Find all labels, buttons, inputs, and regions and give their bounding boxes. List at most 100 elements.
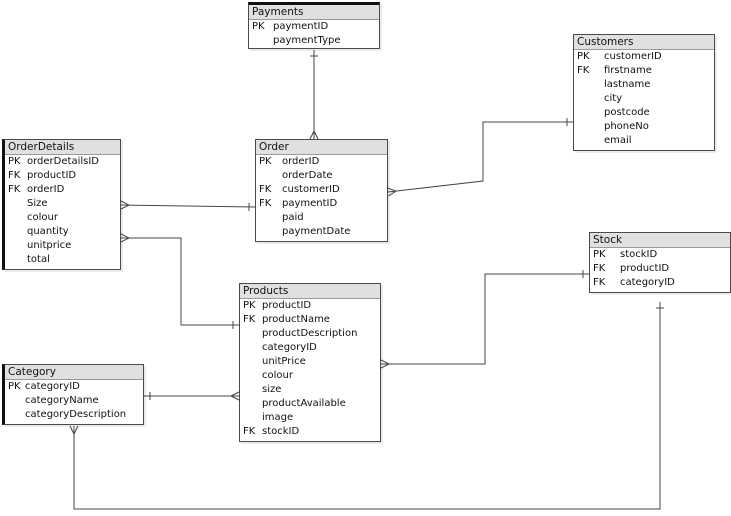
attribute-name: categoryID [262,342,317,353]
key-marker: FK [259,184,272,195]
key-marker: FK [259,198,272,209]
attribute-row: orderDate [256,169,387,183]
attribute-name: colour [262,370,293,381]
attribute-row: PK orderDetailsID [5,155,120,169]
attribute-row: categoryDescription [5,408,143,422]
attribute-row: quantity [5,225,120,239]
attribute-row: phoneNo [574,120,714,134]
key-marker: FK [8,170,21,181]
attribute-name: productID [262,300,312,311]
attribute-row: paymentDate [256,225,387,239]
attribute-name: orderID [27,184,65,195]
attribute-row: colour [240,369,380,383]
attribute-row: paymentType [249,34,379,48]
attribute-name: city [604,93,623,104]
attribute-row: lastname [574,78,714,92]
entity-title: Order [256,140,387,155]
attribute-row: FK paymentID [256,197,387,211]
key-marker: FK [243,426,256,437]
attribute-name: postcode [604,107,650,118]
connector-line [73,302,661,510]
key-marker: FK [8,184,21,195]
key-marker: PK [252,21,265,32]
attribute-name: categoryName [25,395,99,406]
attribute-row: productDescription [240,327,380,341]
attribute-name: paymentID [273,21,329,32]
many-end-marker [387,187,397,197]
attribute-name: quantity [27,226,69,237]
attribute-name: orderID [282,156,320,167]
many-end-marker [69,425,79,435]
connector-line [387,121,573,193]
attribute-row: FK firstname [574,64,714,78]
many-end-marker [120,200,130,210]
attribute-name: categoryID [25,381,80,392]
many-end-marker [309,130,319,140]
attribute-row: city [574,92,714,106]
entity-title: Customers [574,35,714,50]
attribute-name: categoryDescription [25,409,127,420]
attribute-name: customerID [604,51,662,62]
relationship-products-orderdetails [120,233,239,329]
attribute-name: Size [27,198,48,209]
key-marker: FK [593,263,606,274]
attribute-row: categoryName [5,394,143,408]
attribute-name: email [604,135,632,146]
attribute-name: paid [282,212,304,223]
attribute-name: paymentDate [282,226,351,237]
relationship-order-orderdetails [120,200,256,211]
attribute-row: FK orderID [5,183,120,197]
attribute-name: paymentID [282,198,338,209]
key-marker: FK [243,314,256,325]
entity-title: Products [240,284,380,299]
attribute-row: unitPrice [240,355,380,369]
connector-line [121,237,239,326]
attribute-name: productDescription [262,328,358,339]
attribute-row: productAvailable [240,397,380,411]
attribute-row: email [574,134,714,148]
attribute-row: categoryID [240,341,380,355]
attribute-name: paymentType [273,35,341,46]
key-marker: FK [593,277,606,288]
attribute-name: orderDetailsID [27,156,99,167]
attribute-row: PK productID [240,299,380,313]
attribute-name: size [262,384,282,395]
relationship-stock-products [380,270,589,369]
attribute-name: unitprice [27,240,72,251]
attribute-list: PK paymentID paymentType [249,20,379,48]
attribute-row: colour [5,211,120,225]
attribute-row: postcode [574,106,714,120]
entity-title: OrderDetails [5,140,120,155]
connector-line [120,204,256,208]
attribute-row: paid [256,211,387,225]
key-marker: PK [8,156,21,167]
attribute-name: lastname [604,79,651,90]
relationship-customers-order [387,118,573,197]
key-marker: FK [577,65,590,76]
attribute-name: phoneNo [604,121,649,132]
attribute-row: FK categoryID [590,276,730,290]
attribute-name: categoryID [620,277,675,288]
attribute-row: image [240,411,380,425]
attribute-row: Size [5,197,120,211]
key-marker: PK [243,300,256,311]
attribute-name: productID [620,263,670,274]
attribute-name: firstname [604,65,652,76]
attribute-row: total [5,253,120,267]
